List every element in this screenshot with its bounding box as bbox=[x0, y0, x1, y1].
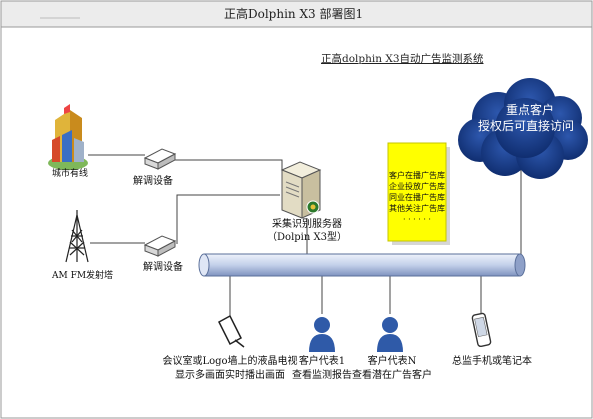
client-rep-n-label-line1: 客户代表N bbox=[367, 356, 417, 367]
client-rep-n-icon bbox=[377, 317, 403, 352]
cloud-label-line1: 重点客户 bbox=[505, 103, 554, 117]
tv-wall-label-line1: 会议室或Logo墙上的液晶电视 bbox=[162, 356, 298, 367]
demodulator-1-icon bbox=[143, 148, 177, 170]
ad-library-item: 其他关注广告库 bbox=[389, 204, 445, 213]
city-building-icon bbox=[48, 104, 88, 170]
city-cable-label: 城市有线 bbox=[52, 169, 89, 179]
ad-library-item: 企业投放广告库 bbox=[389, 182, 445, 191]
demodulator-2-icon bbox=[143, 235, 177, 257]
ad-library-item: · · · · · · bbox=[403, 215, 431, 224]
demodulator-1-label: 解调设备 bbox=[133, 176, 173, 187]
client-rep-n-label-line2: 查看潜在广告客户 bbox=[352, 370, 432, 381]
ad-library-item: 客户在播广告库 bbox=[389, 171, 445, 180]
am-fm-tower-label: AM FM发射塔 bbox=[52, 271, 114, 281]
manager-device-label: 总监手机或笔记本 bbox=[452, 356, 532, 367]
server-label-line1: 采集识别服务器 bbox=[272, 219, 342, 230]
tv-wall-label-line2: 显示多画面实时播出画面 bbox=[175, 370, 285, 381]
page-title: 正高Dolphin X3 部署图1 bbox=[224, 7, 364, 21]
client-rep-1-label-line2: 查看监测报告 bbox=[292, 370, 352, 381]
demodulator-2-label: 解调设备 bbox=[143, 262, 183, 273]
client-rep-1-icon bbox=[309, 317, 335, 352]
system-subtitle: 正高dolphin X3自动广告监测系统 bbox=[321, 53, 484, 65]
network-bus bbox=[198, 253, 526, 277]
ad-library-note bbox=[387, 142, 450, 245]
cloud-label-line2: 授权后可直接访问 bbox=[477, 119, 574, 133]
server-label-line2: （Dolpin X3型） bbox=[267, 232, 347, 243]
am-fm-tower-icon bbox=[65, 210, 89, 263]
ad-library-item: 同业在播广告库 bbox=[389, 193, 445, 202]
phone-laptop-icon bbox=[471, 312, 492, 348]
client-rep-1-label-line1: 客户代表1 bbox=[298, 356, 346, 367]
client-cloud-icon bbox=[458, 78, 588, 179]
title-bar bbox=[0, 0, 593, 28]
lcd-tv-icon bbox=[218, 314, 245, 348]
server-icon bbox=[280, 161, 322, 219]
